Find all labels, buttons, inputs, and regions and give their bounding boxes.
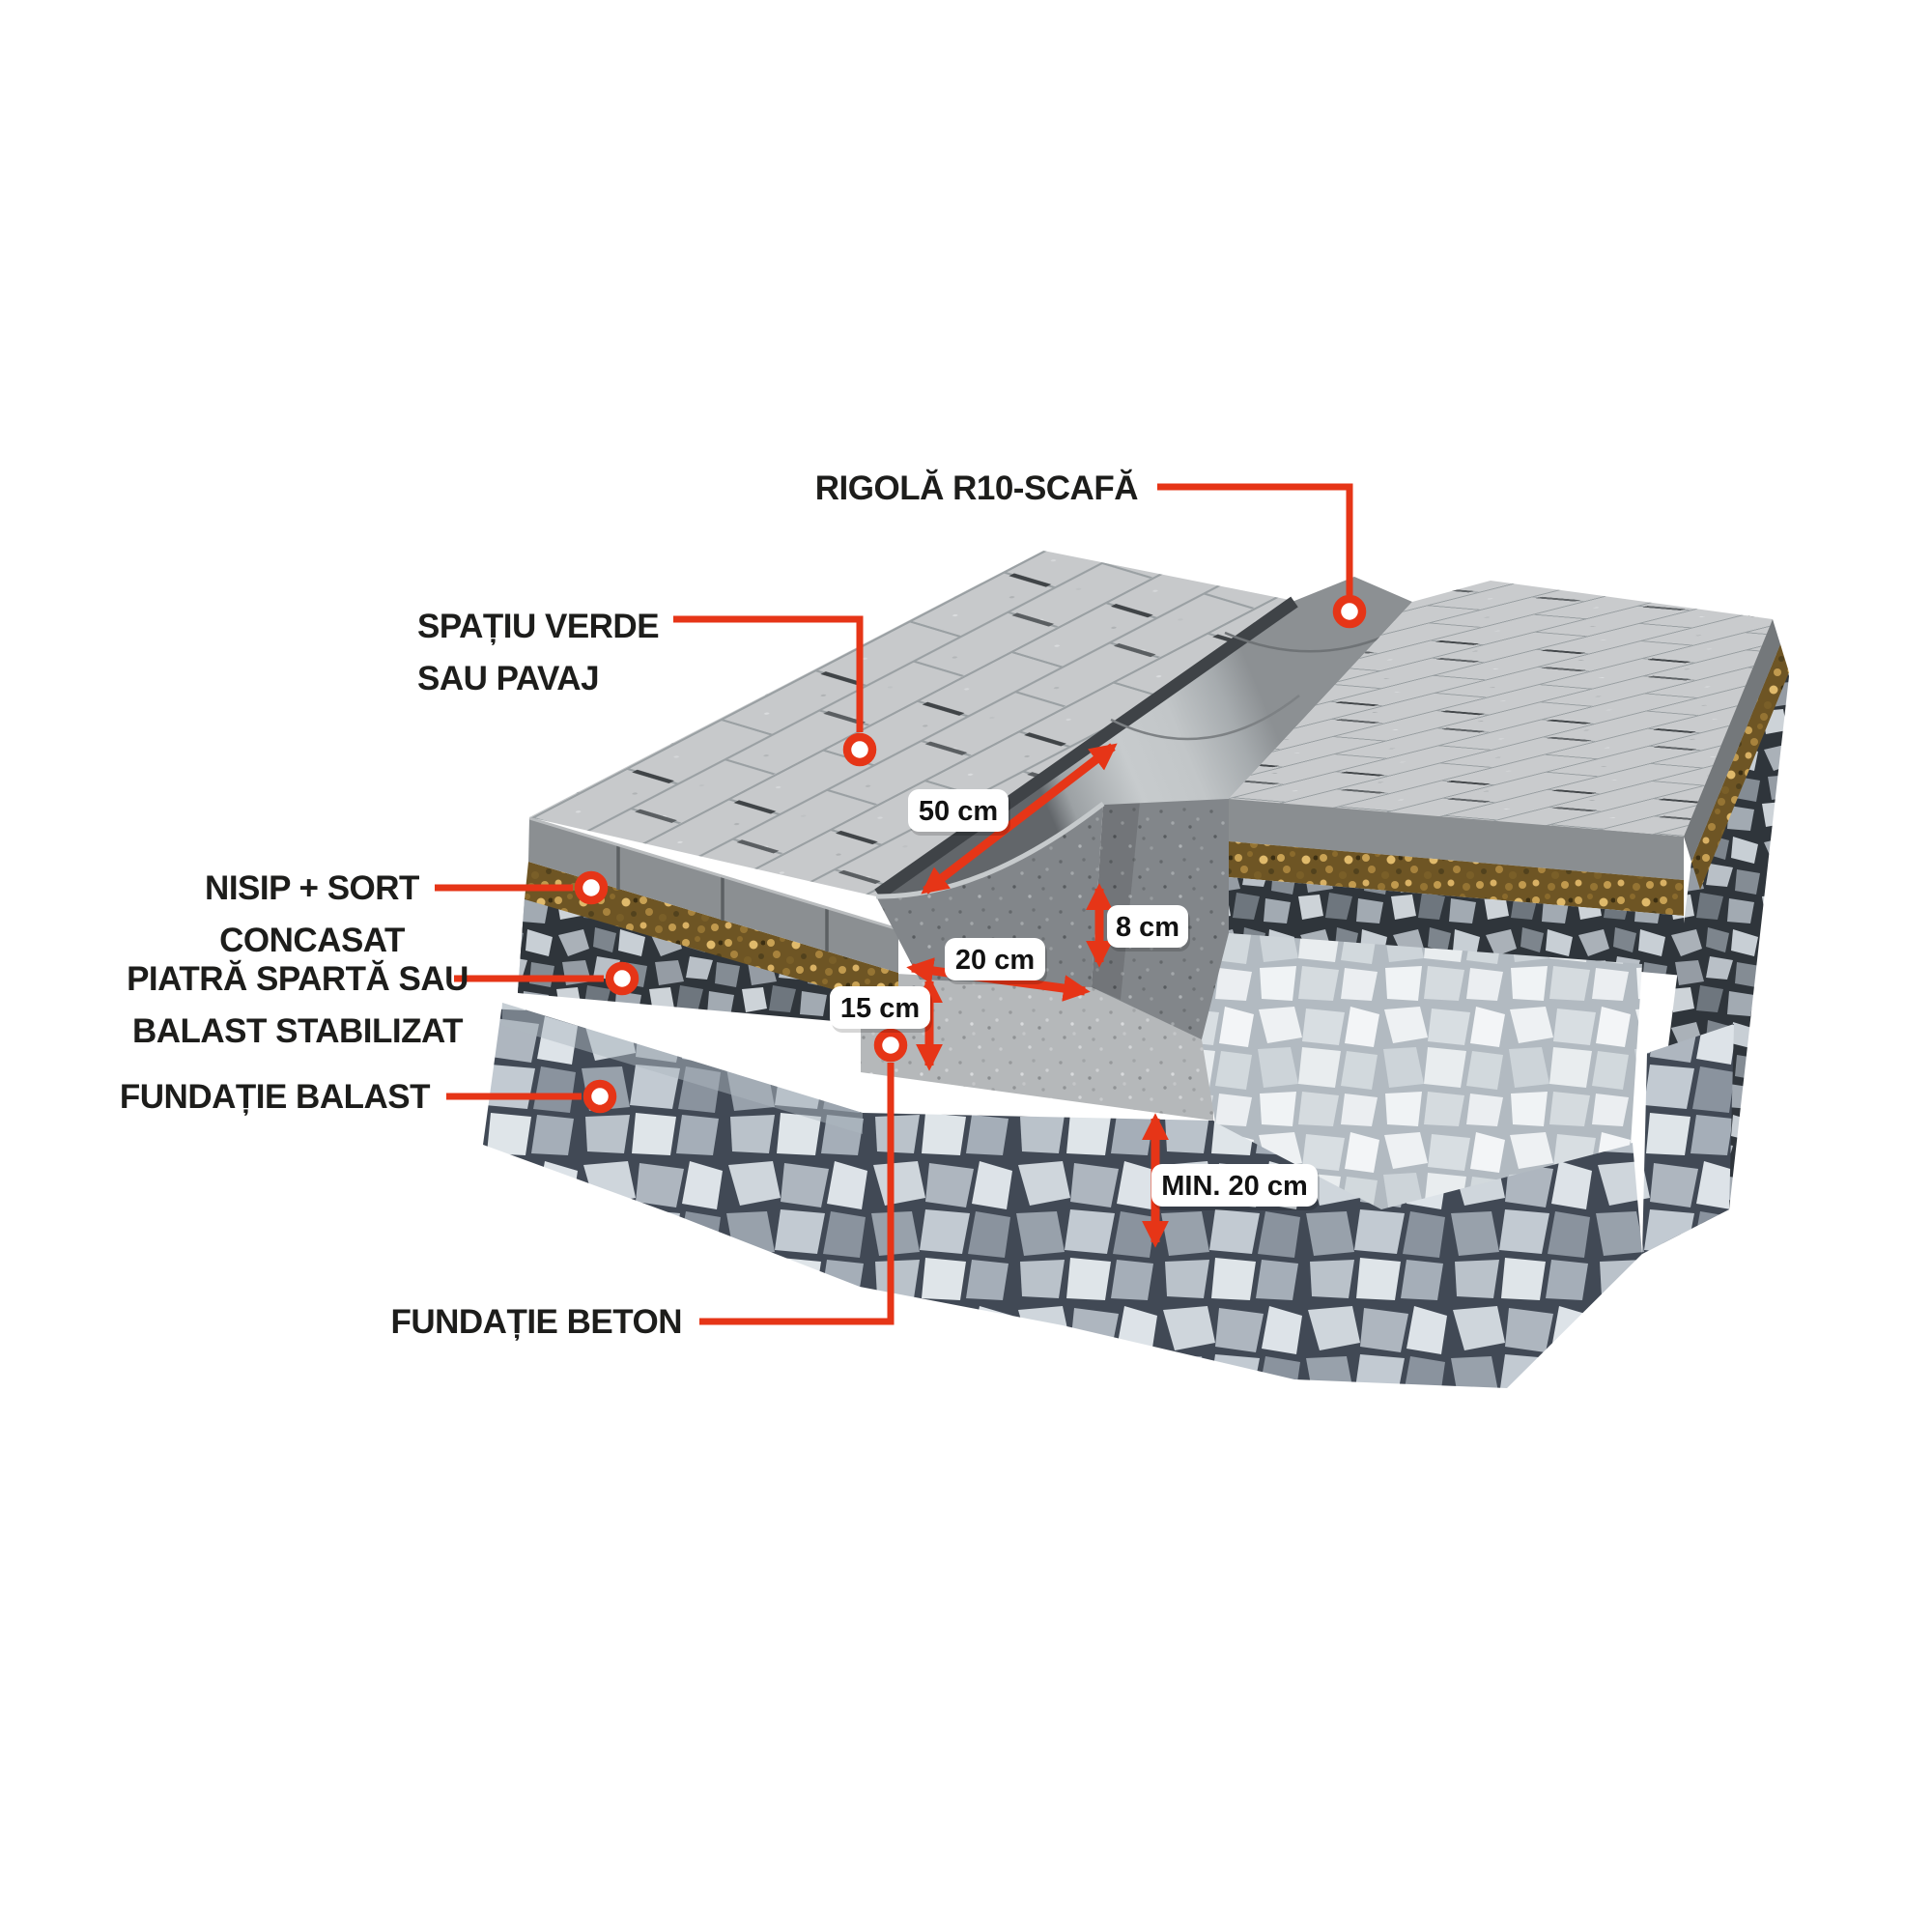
label-spatiu-line1: SPAȚIU VERDE (417, 608, 659, 645)
paver-field-left-top (529, 551, 1294, 896)
label-piatra-line1: PIATRĂ SPARTĂ SAU (127, 960, 469, 998)
callout-dot-piatra (605, 961, 639, 996)
paver-face-joints (616, 845, 829, 952)
sand-layer-face-left (525, 862, 898, 1009)
badge-15cm: 15 cm (830, 986, 932, 1033)
badge-min20cm: MIN. 20 cm (1151, 1164, 1320, 1210)
sand-layer-face-right (1229, 841, 1684, 916)
paver-face-left (528, 818, 898, 973)
badge-20cm: 20 cm (945, 938, 1047, 984)
right-side-sand (1691, 644, 1789, 890)
crushed-stone-face-right (1229, 877, 1684, 976)
drain-channel-joint2 (1110, 695, 1300, 741)
ballast-ledge-highlight (502, 1003, 863, 1134)
right-side-ballast (1642, 1024, 1734, 1254)
callout-dot-rigola (1332, 594, 1367, 629)
concrete-foundation-face (861, 972, 1213, 1121)
badge-8cm: 8 cm (1107, 905, 1190, 952)
right-side-paver (1684, 619, 1780, 862)
dim-arrow-50cm (921, 743, 1118, 895)
label-spatiu-line2: SAU PAVAJ (417, 660, 599, 697)
badge-8cm-text: 8 cm (1116, 912, 1179, 943)
paver-face-top-edge (528, 816, 899, 931)
label-piatra-line2: BALAST STABILIZAT (132, 1012, 463, 1050)
illustration (483, 551, 1789, 1388)
label-fundatie-beton: FUNDAȚIE BETON (390, 1303, 682, 1341)
callout-line-rigola (1157, 483, 1353, 595)
badge-min20cm-text: MIN. 20 cm (1161, 1171, 1308, 1202)
callout-line-spatiu (673, 615, 864, 732)
block-right-side-face (1642, 619, 1789, 1254)
paver-face-right (1229, 798, 1684, 880)
label-nisip-line2: CONCASAT (219, 922, 405, 959)
callouts: RIGOLĂ R10-SCAFĂ SPAȚIU VERDE SAU PAVAJ … (120, 469, 1367, 1341)
badge-50cm-text: 50 cm (919, 796, 998, 827)
label-nisip-line1: NISIP + SORT (205, 869, 419, 907)
callout-dot-spatiu (842, 732, 877, 767)
callout-dot-fundatie-beton (873, 1028, 908, 1063)
badge-20cm-text: 20 cm (955, 945, 1035, 976)
paver-field-right-top (1229, 581, 1773, 837)
label-fundatie-balast: FUNDAȚIE BALAST (120, 1078, 430, 1116)
label-rigola: RIGOLĂ R10-SCAFĂ (815, 469, 1138, 507)
callout-line-fundatie-beton (699, 1063, 895, 1325)
white-gravel-fill (1202, 933, 1642, 1209)
callout-dot-fundatie-balast (582, 1079, 617, 1114)
callout-dot-nisip (574, 870, 609, 905)
badge-50cm: 50 cm (908, 789, 1010, 836)
badge-15cm-text: 15 cm (840, 993, 920, 1024)
